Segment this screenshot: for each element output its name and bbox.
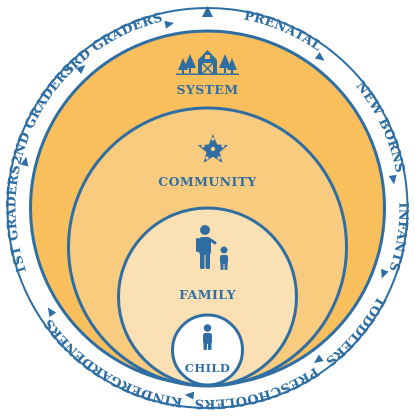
- family-label: FAMILY: [179, 287, 237, 302]
- top-arrow-icon: [202, 6, 213, 17]
- child-circle: [171, 313, 244, 387]
- child-label: CHILD: [185, 361, 230, 375]
- ring-arrow-icon: [75, 65, 86, 75]
- community-label: COMMUNITY: [158, 174, 257, 189]
- people-star-icon: [197, 134, 229, 163]
- ring-arrow-icon: [47, 307, 57, 318]
- parent-child-icon: [196, 225, 228, 270]
- ring-arrow-icon: [313, 354, 324, 364]
- child-icon: [203, 324, 212, 350]
- barn-trees-icon: [176, 50, 239, 75]
- ring-arrow-icon: [20, 156, 29, 167]
- ring-arrow-icon: [184, 391, 195, 400]
- ring-arrow-icon: [164, 20, 174, 29]
- ring-arrow-icon: [381, 268, 389, 279]
- system-label: SYSTEM: [176, 82, 238, 97]
- ring-arrow-icon: [314, 52, 325, 61]
- ring-arrow-icon: [388, 174, 397, 185]
